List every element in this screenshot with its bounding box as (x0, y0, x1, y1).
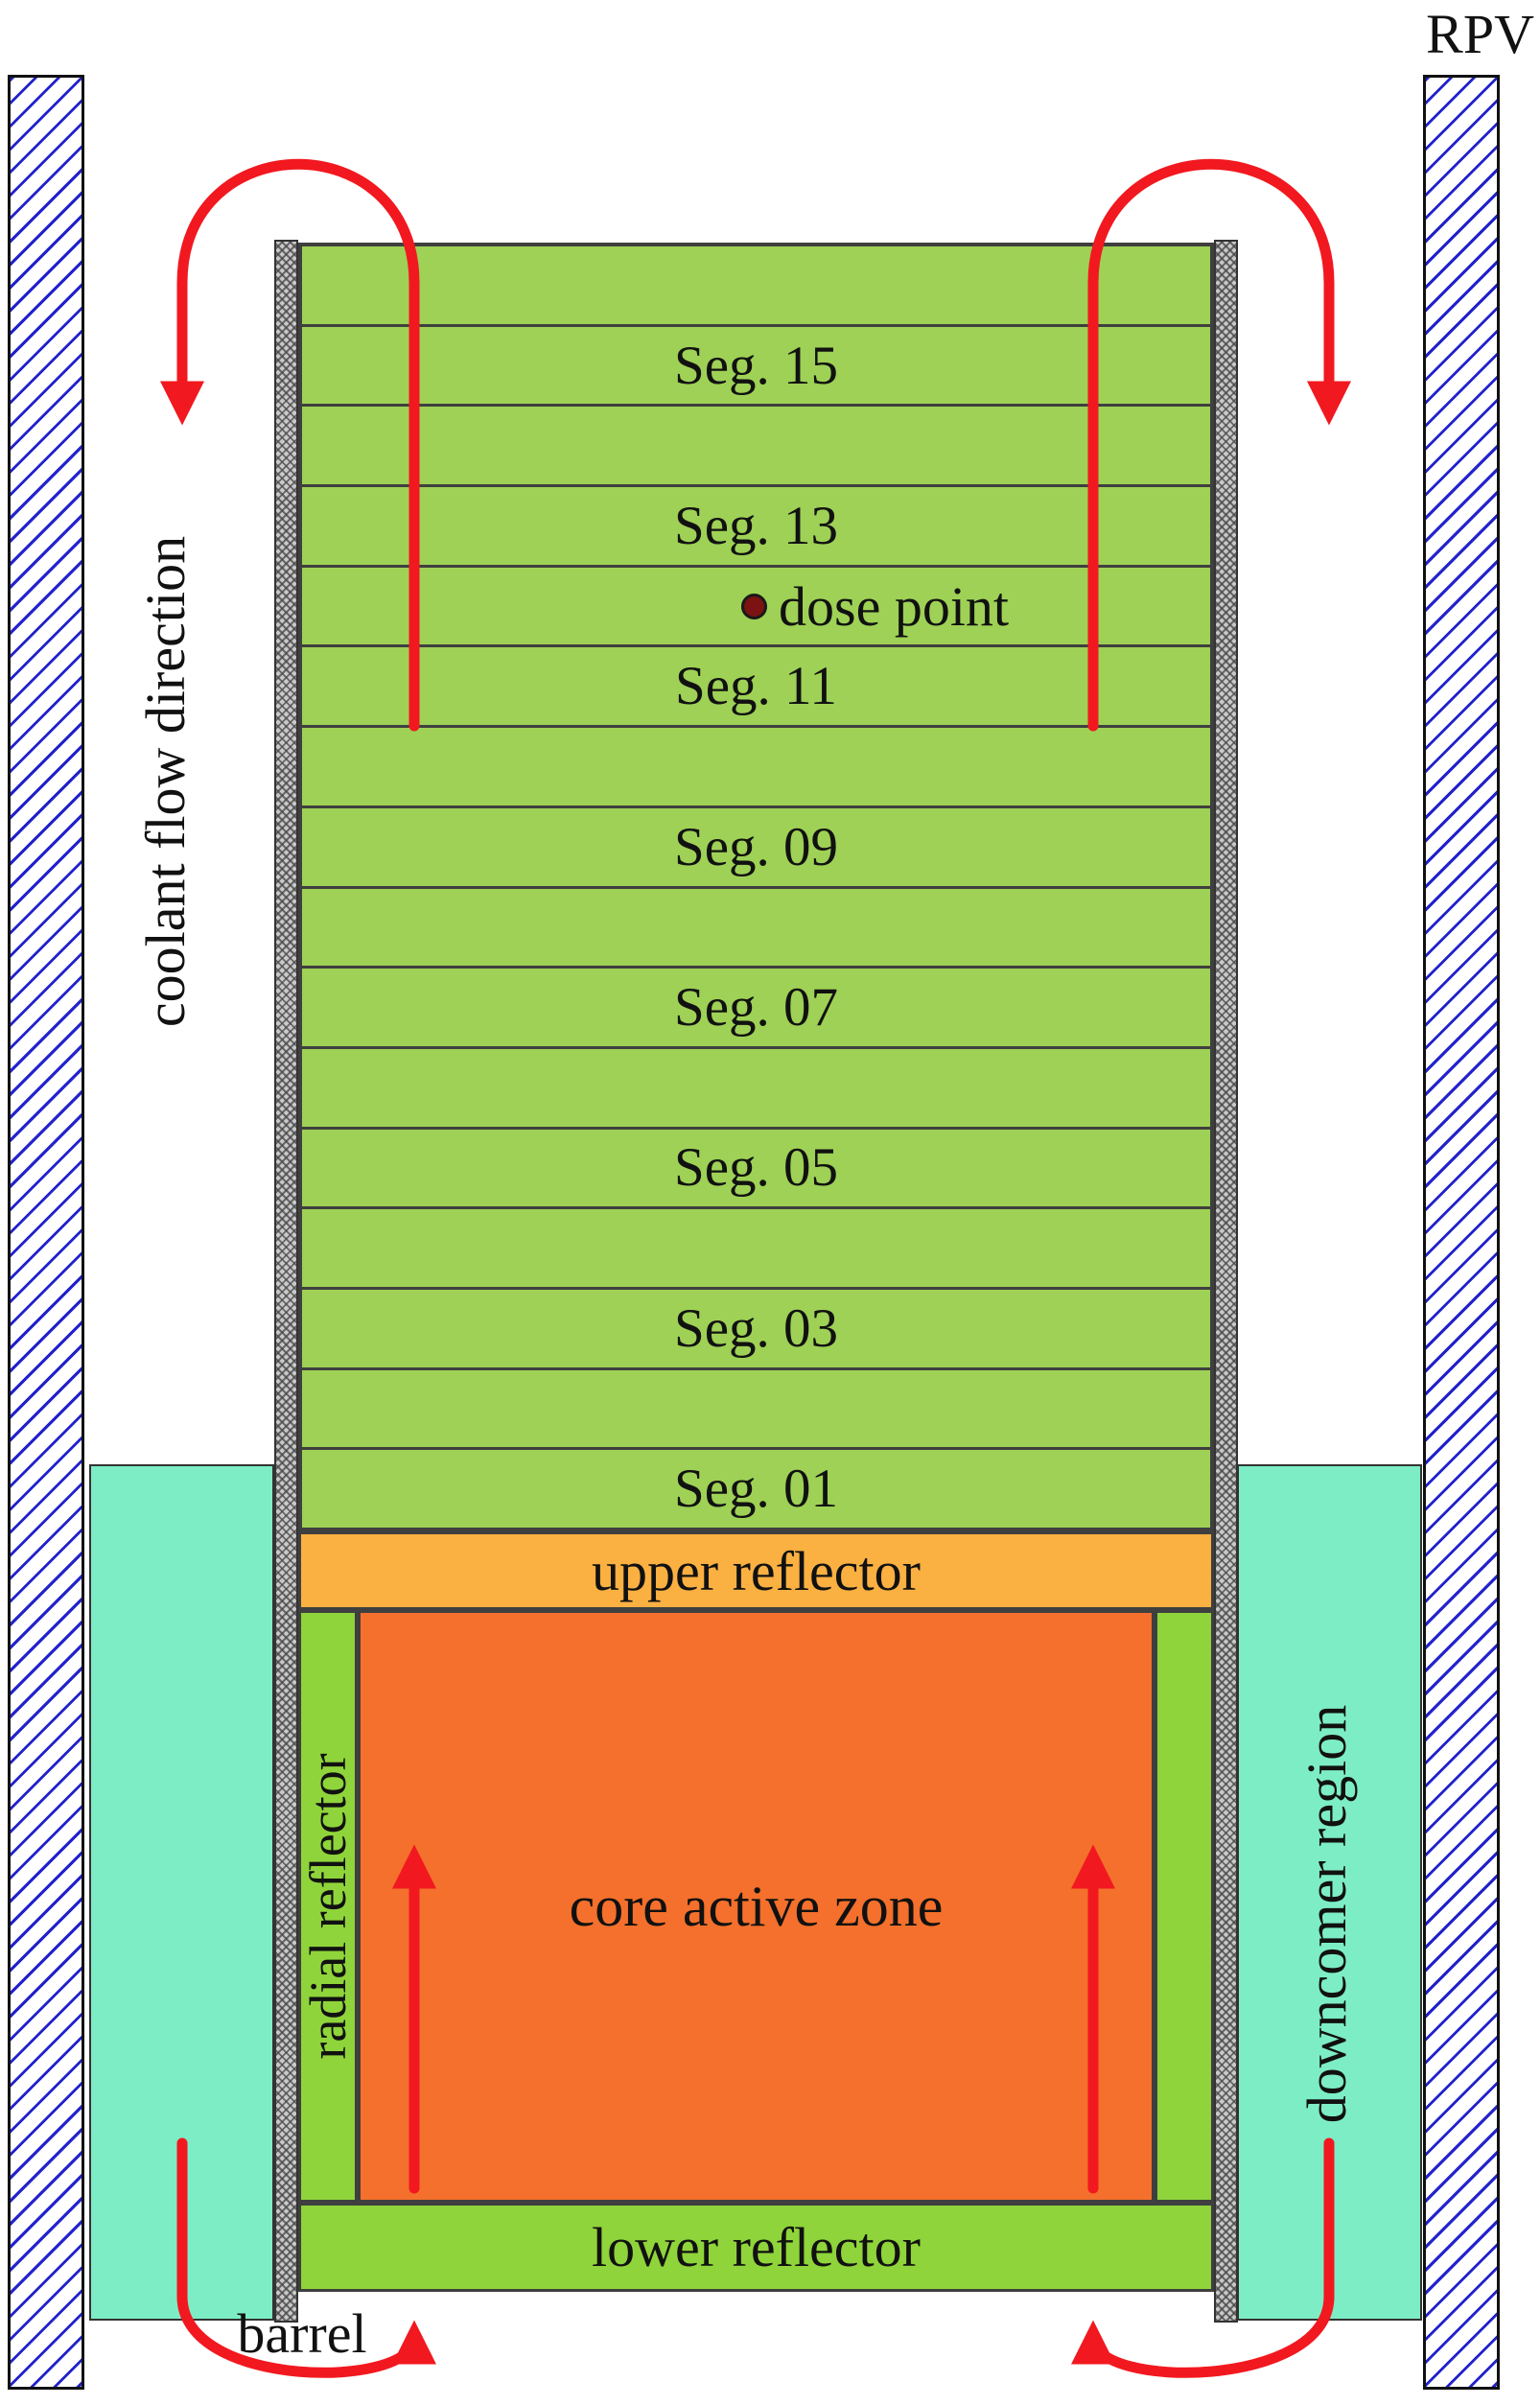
segment-row: Seg. 15 (302, 327, 1210, 408)
dose-point-marker (741, 594, 767, 619)
core-active-zone-label: core active zone (569, 1874, 944, 1938)
segment-row (302, 1370, 1210, 1451)
upper-reflector: upper reflector (298, 1531, 1214, 1610)
segment-row (302, 1209, 1210, 1290)
segment-label: Seg. 05 (674, 1137, 838, 1199)
radial-reflector-left (298, 1610, 358, 2203)
rpv-label: RPV (1426, 3, 1534, 65)
lower-reflector: lower reflector (298, 2203, 1214, 2292)
coolant-flow-direction-label: coolant flow direction (133, 535, 197, 1028)
segment-row (302, 568, 1210, 648)
segment-row (302, 889, 1210, 969)
segment-row: Seg. 09 (302, 808, 1210, 889)
downcomer-region-label: downcomer region (1295, 1704, 1358, 2124)
segment-label: Seg. 09 (674, 816, 838, 877)
segment-label: Seg. 07 (674, 977, 838, 1039)
segment-label: Seg. 11 (675, 656, 837, 717)
segment-row: Seg. 05 (302, 1130, 1210, 1210)
segment-row (302, 1049, 1210, 1130)
dose-point-label: dose point (779, 574, 1010, 638)
segment-row: Seg. 01 (302, 1450, 1210, 1528)
barrel-wall-right (1214, 240, 1238, 2323)
segment-row (302, 728, 1210, 808)
upper-reflector-label: upper reflector (592, 1539, 921, 1602)
segment-row (302, 407, 1210, 488)
downcomer-region-left (89, 1464, 274, 2321)
rpv-wall-right (1423, 75, 1500, 2390)
segment-row (302, 246, 1210, 327)
radial-reflector-label: radial reflector (299, 1753, 357, 2060)
segment-row: Seg. 13 (302, 487, 1210, 568)
radial-reflector-right (1155, 1610, 1214, 2203)
segment-row: Seg. 11 (302, 647, 1210, 729)
segment-label: Seg. 15 (674, 335, 838, 396)
axial-segment-stack: Seg. 15 Seg. 13 Seg. 11 Seg. 09 Seg. 07 … (298, 243, 1214, 1531)
segment-row: Seg. 03 (302, 1290, 1210, 1370)
barrel-wall-left (274, 240, 298, 2323)
lower-reflector-label: lower reflector (592, 2216, 921, 2278)
core-active-zone: core active zone (358, 1610, 1155, 2203)
barrel-label: barrel (237, 2302, 367, 2365)
rpv-wall-left (8, 75, 84, 2390)
segment-row: Seg. 07 (302, 969, 1210, 1049)
segment-label: Seg. 01 (674, 1459, 838, 1520)
segment-label: Seg. 13 (674, 495, 838, 556)
segment-label: Seg. 03 (674, 1297, 838, 1359)
